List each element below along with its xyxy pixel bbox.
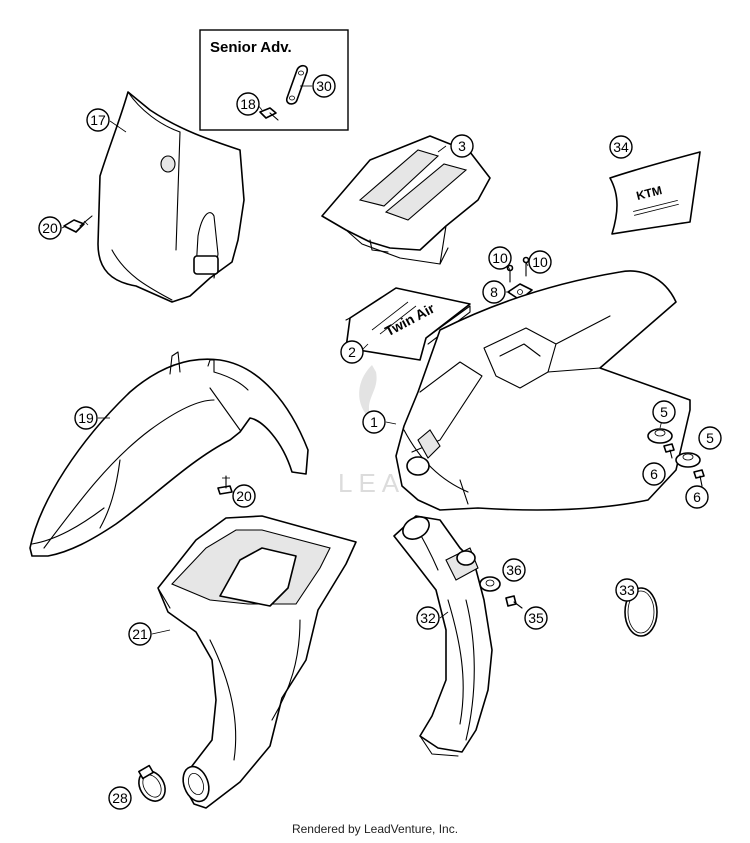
grommet-5-upper-part (647, 428, 673, 444)
callout-3: 3 (450, 134, 474, 158)
callout-28: 28 (108, 786, 132, 810)
svg-text:34: 34 (613, 139, 629, 155)
screw-6-upper-part (663, 443, 675, 459)
callout-20-lower: 20 (232, 484, 256, 508)
hose-clamp-part (138, 764, 166, 802)
svg-text:5: 5 (660, 404, 668, 420)
callout-35: 35 (524, 606, 548, 630)
bolt-18-part (259, 107, 279, 121)
callout-6-upper: 6 (642, 462, 666, 486)
svg-text:32: 32 (420, 610, 436, 626)
svg-text:6: 6 (650, 466, 658, 482)
decal-part: KTM (609, 151, 701, 235)
svg-text:20: 20 (236, 488, 252, 504)
tank-cover-part (321, 135, 491, 265)
callout-17: 17 (86, 108, 110, 132)
air-duct-part (393, 515, 493, 757)
callout-32: 32 (416, 606, 440, 630)
callout-10-right: 10 (528, 250, 552, 274)
callout-6-lower: 6 (685, 485, 709, 509)
callout-21: 21 (128, 622, 152, 646)
svg-text:3: 3 (458, 138, 466, 154)
callout-1: 1 (362, 410, 386, 434)
svg-text:5: 5 (706, 430, 714, 446)
grommet-5-lower-part (675, 452, 701, 468)
rear-fender-part (395, 270, 691, 511)
front-fender-part (29, 351, 309, 557)
exploded-parts-diagram: LEADVENTURE Senior Adv. (29, 29, 722, 810)
svg-text:20: 20 (42, 220, 58, 236)
svg-text:17: 17 (90, 112, 106, 128)
footer-credit: Rendered by LeadVenture, Inc. (291, 822, 459, 836)
callout-33: 33 (615, 578, 639, 602)
svg-text:18: 18 (240, 96, 256, 112)
clip-8-part (507, 283, 533, 301)
callout-18: 18 (236, 92, 260, 116)
callout-34: 34 (609, 135, 633, 159)
svg-text:33: 33 (619, 582, 635, 598)
screw-6-lower-part (693, 469, 705, 487)
filter-sticker-part: Twin Air (345, 287, 471, 361)
screw-35-part (505, 595, 523, 609)
svg-text:30: 30 (316, 78, 332, 94)
number-plate-part (97, 91, 245, 303)
callout-19: 19 (74, 406, 98, 430)
washer-36-part (479, 576, 501, 592)
svg-text:19: 19 (78, 410, 94, 426)
callout-20-upper: 20 (38, 216, 62, 240)
callout-5-upper: 5 (652, 400, 676, 424)
svg-text:6: 6 (693, 489, 701, 505)
svg-text:10: 10 (492, 250, 508, 266)
svg-text:2: 2 (348, 344, 356, 360)
svg-text:8: 8 (490, 284, 498, 300)
svg-text:21: 21 (132, 626, 148, 642)
bolt-20-lower-part (217, 475, 233, 495)
svg-text:35: 35 (528, 610, 544, 626)
senior-adv-title: Senior Adv. (210, 39, 292, 56)
callout-10-left: 10 (488, 246, 512, 270)
callout-5-lower: 5 (698, 426, 722, 450)
callout-36: 36 (502, 558, 526, 582)
callout-30: 30 (312, 74, 336, 98)
svg-text:1: 1 (370, 414, 378, 430)
callout-2: 2 (340, 340, 364, 364)
senior-adv-box: Senior Adv. (199, 29, 349, 131)
bolt-20-upper-part (63, 215, 93, 233)
svg-text:28: 28 (112, 790, 128, 806)
svg-text:36: 36 (506, 562, 522, 578)
svg-text:10: 10 (532, 254, 548, 270)
decal-label: KTM (635, 183, 664, 203)
callout-8: 8 (482, 280, 506, 304)
air-intake-boot-part (157, 515, 357, 809)
